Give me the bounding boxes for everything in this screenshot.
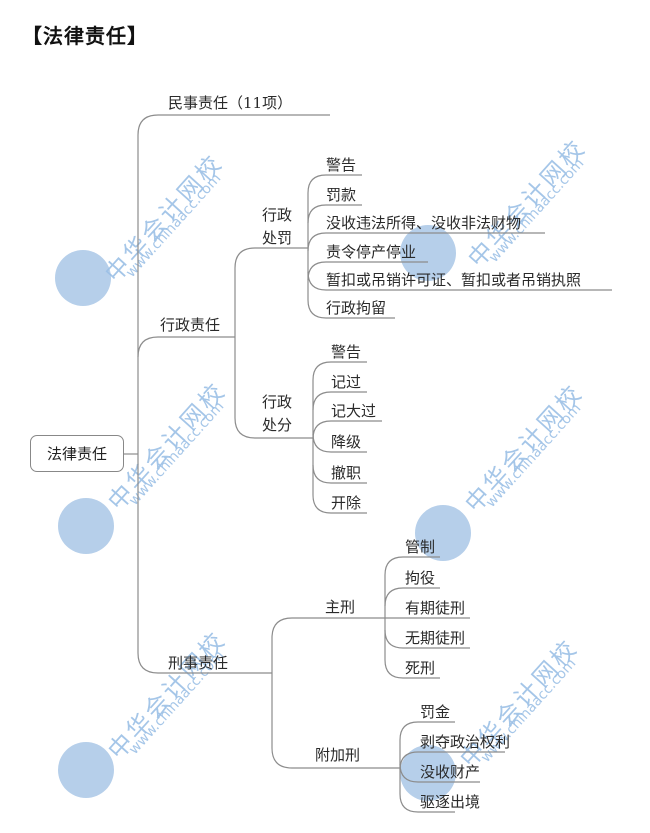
leaf-principal-life-imprisonment[interactable]: 无期徒刑 [405, 629, 466, 647]
node-criminal-liability[interactable]: 刑事责任 [168, 654, 229, 672]
leaf-penalty-suspension[interactable]: 责令停产停业 [326, 243, 417, 261]
leaf-penalty-confiscation[interactable]: 没收违法所得、没收非法财物 [326, 214, 522, 232]
leaf-principal-fixed-term[interactable]: 有期徒刑 [405, 599, 466, 617]
node-civil-liability[interactable]: 民事责任（11项） [168, 94, 293, 112]
leaf-sanction-demotion[interactable]: 降级 [331, 433, 362, 451]
node-administrative-penalty[interactable]: 行政 处罚 [262, 204, 296, 250]
page-title: 【法律责任】 [22, 24, 148, 48]
leaf-sanction-demerit[interactable]: 记过 [331, 373, 362, 391]
leaf-sanction-major-demerit[interactable]: 记大过 [331, 402, 377, 420]
leaf-penalty-detention[interactable]: 行政拘留 [326, 299, 387, 317]
leaf-supplementary-deportation[interactable]: 驱逐出境 [420, 793, 481, 811]
leaf-principal-control[interactable]: 管制 [405, 538, 436, 556]
leaf-sanction-warning[interactable]: 警告 [331, 343, 362, 361]
node-label-line1: 行政 [262, 393, 293, 411]
leaf-penalty-warning[interactable]: 警告 [326, 156, 357, 174]
leaf-penalty-license-revocation[interactable]: 暂扣或吊销许可证、暂扣或者吊销执照 [326, 271, 582, 289]
leaf-supplementary-confiscation-property[interactable]: 没收财产 [420, 763, 481, 781]
leaf-penalty-fine[interactable]: 罚款 [326, 186, 357, 204]
node-administrative-liability[interactable]: 行政责任 [160, 316, 221, 334]
leaf-sanction-expulsion[interactable]: 开除 [331, 494, 362, 512]
leaf-principal-criminal-detention[interactable]: 拘役 [405, 569, 436, 587]
root-node-legal-liability[interactable]: 法律责任 [30, 435, 124, 472]
leaf-sanction-dismissal[interactable]: 撤职 [331, 464, 362, 482]
leaf-principal-death-penalty[interactable]: 死刑 [405, 659, 436, 677]
node-administrative-sanction[interactable]: 行政 处分 [262, 391, 296, 437]
node-label-line2: 处罚 [262, 229, 293, 247]
node-label-line2: 处分 [262, 416, 293, 434]
node-supplementary-punishment[interactable]: 附加刑 [315, 746, 361, 764]
leaf-supplementary-fine[interactable]: 罚金 [420, 703, 451, 721]
node-label-line1: 行政 [262, 206, 293, 224]
node-principal-punishment[interactable]: 主刑 [325, 598, 356, 616]
leaf-supplementary-deprivation-political-rights[interactable]: 剥夺政治权利 [420, 733, 511, 751]
